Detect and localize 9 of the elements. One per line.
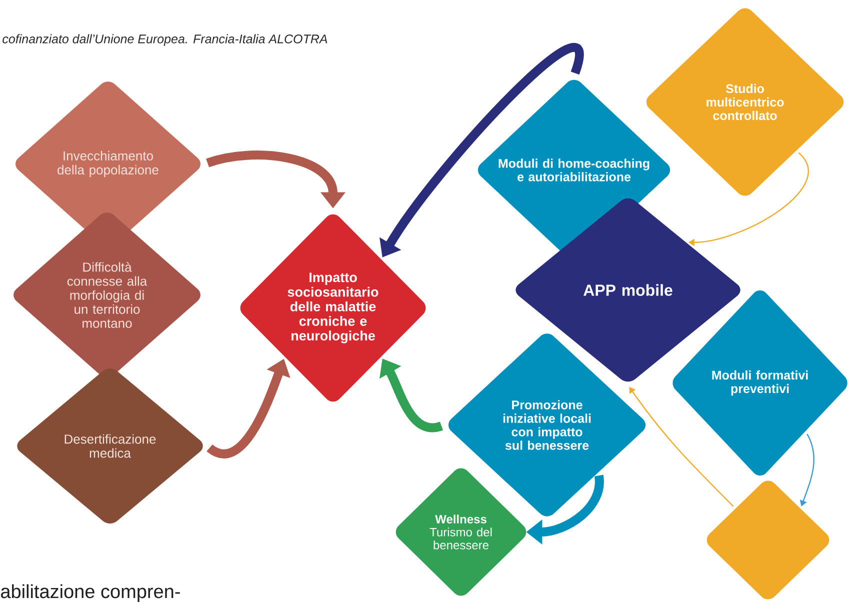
diamond-box: Wellness Turismo del benessere: [396, 468, 526, 596]
body-text: abilitazione compren-: [1, 584, 180, 602]
caption: cofinanziato dall’Unione Europea. Francia-Italia ALCOTRA: [2, 34, 328, 46]
diamond-box: Moduli formativi preventivi: [672, 290, 848, 476]
diamond-shape: [706, 480, 830, 600]
diamond-box: Invecchiamento della popolazione: [16, 82, 200, 246]
diamond-box: Difficoltà connesse alla morfologia di un territorio montano: [14, 212, 200, 378]
diamond-box: Desertificazione medica: [17, 368, 203, 524]
diamond-box: Impatto sociosanitario delle malattie croniche e neurologiche: [240, 214, 426, 402]
